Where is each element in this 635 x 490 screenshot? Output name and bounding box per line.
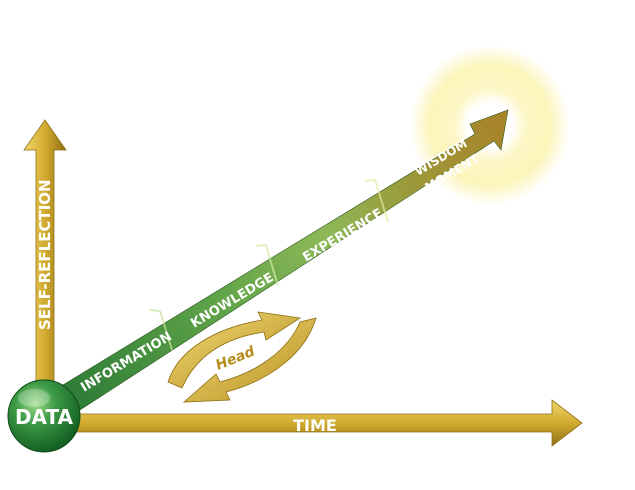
stage-band <box>57 109 509 411</box>
y-axis-label: SELF-REFLECTION <box>36 179 54 330</box>
head-loop-label: Head <box>214 343 259 373</box>
data-origin-ball <box>7 379 81 453</box>
x-axis-arrow <box>59 399 583 447</box>
y-axis-arrow <box>23 119 67 421</box>
origin-label: DATA <box>15 405 74 429</box>
x-axis-label: TIME <box>293 416 337 435</box>
stage-information: INFORMATION <box>78 329 174 395</box>
head-loop-arrows <box>167 311 317 403</box>
